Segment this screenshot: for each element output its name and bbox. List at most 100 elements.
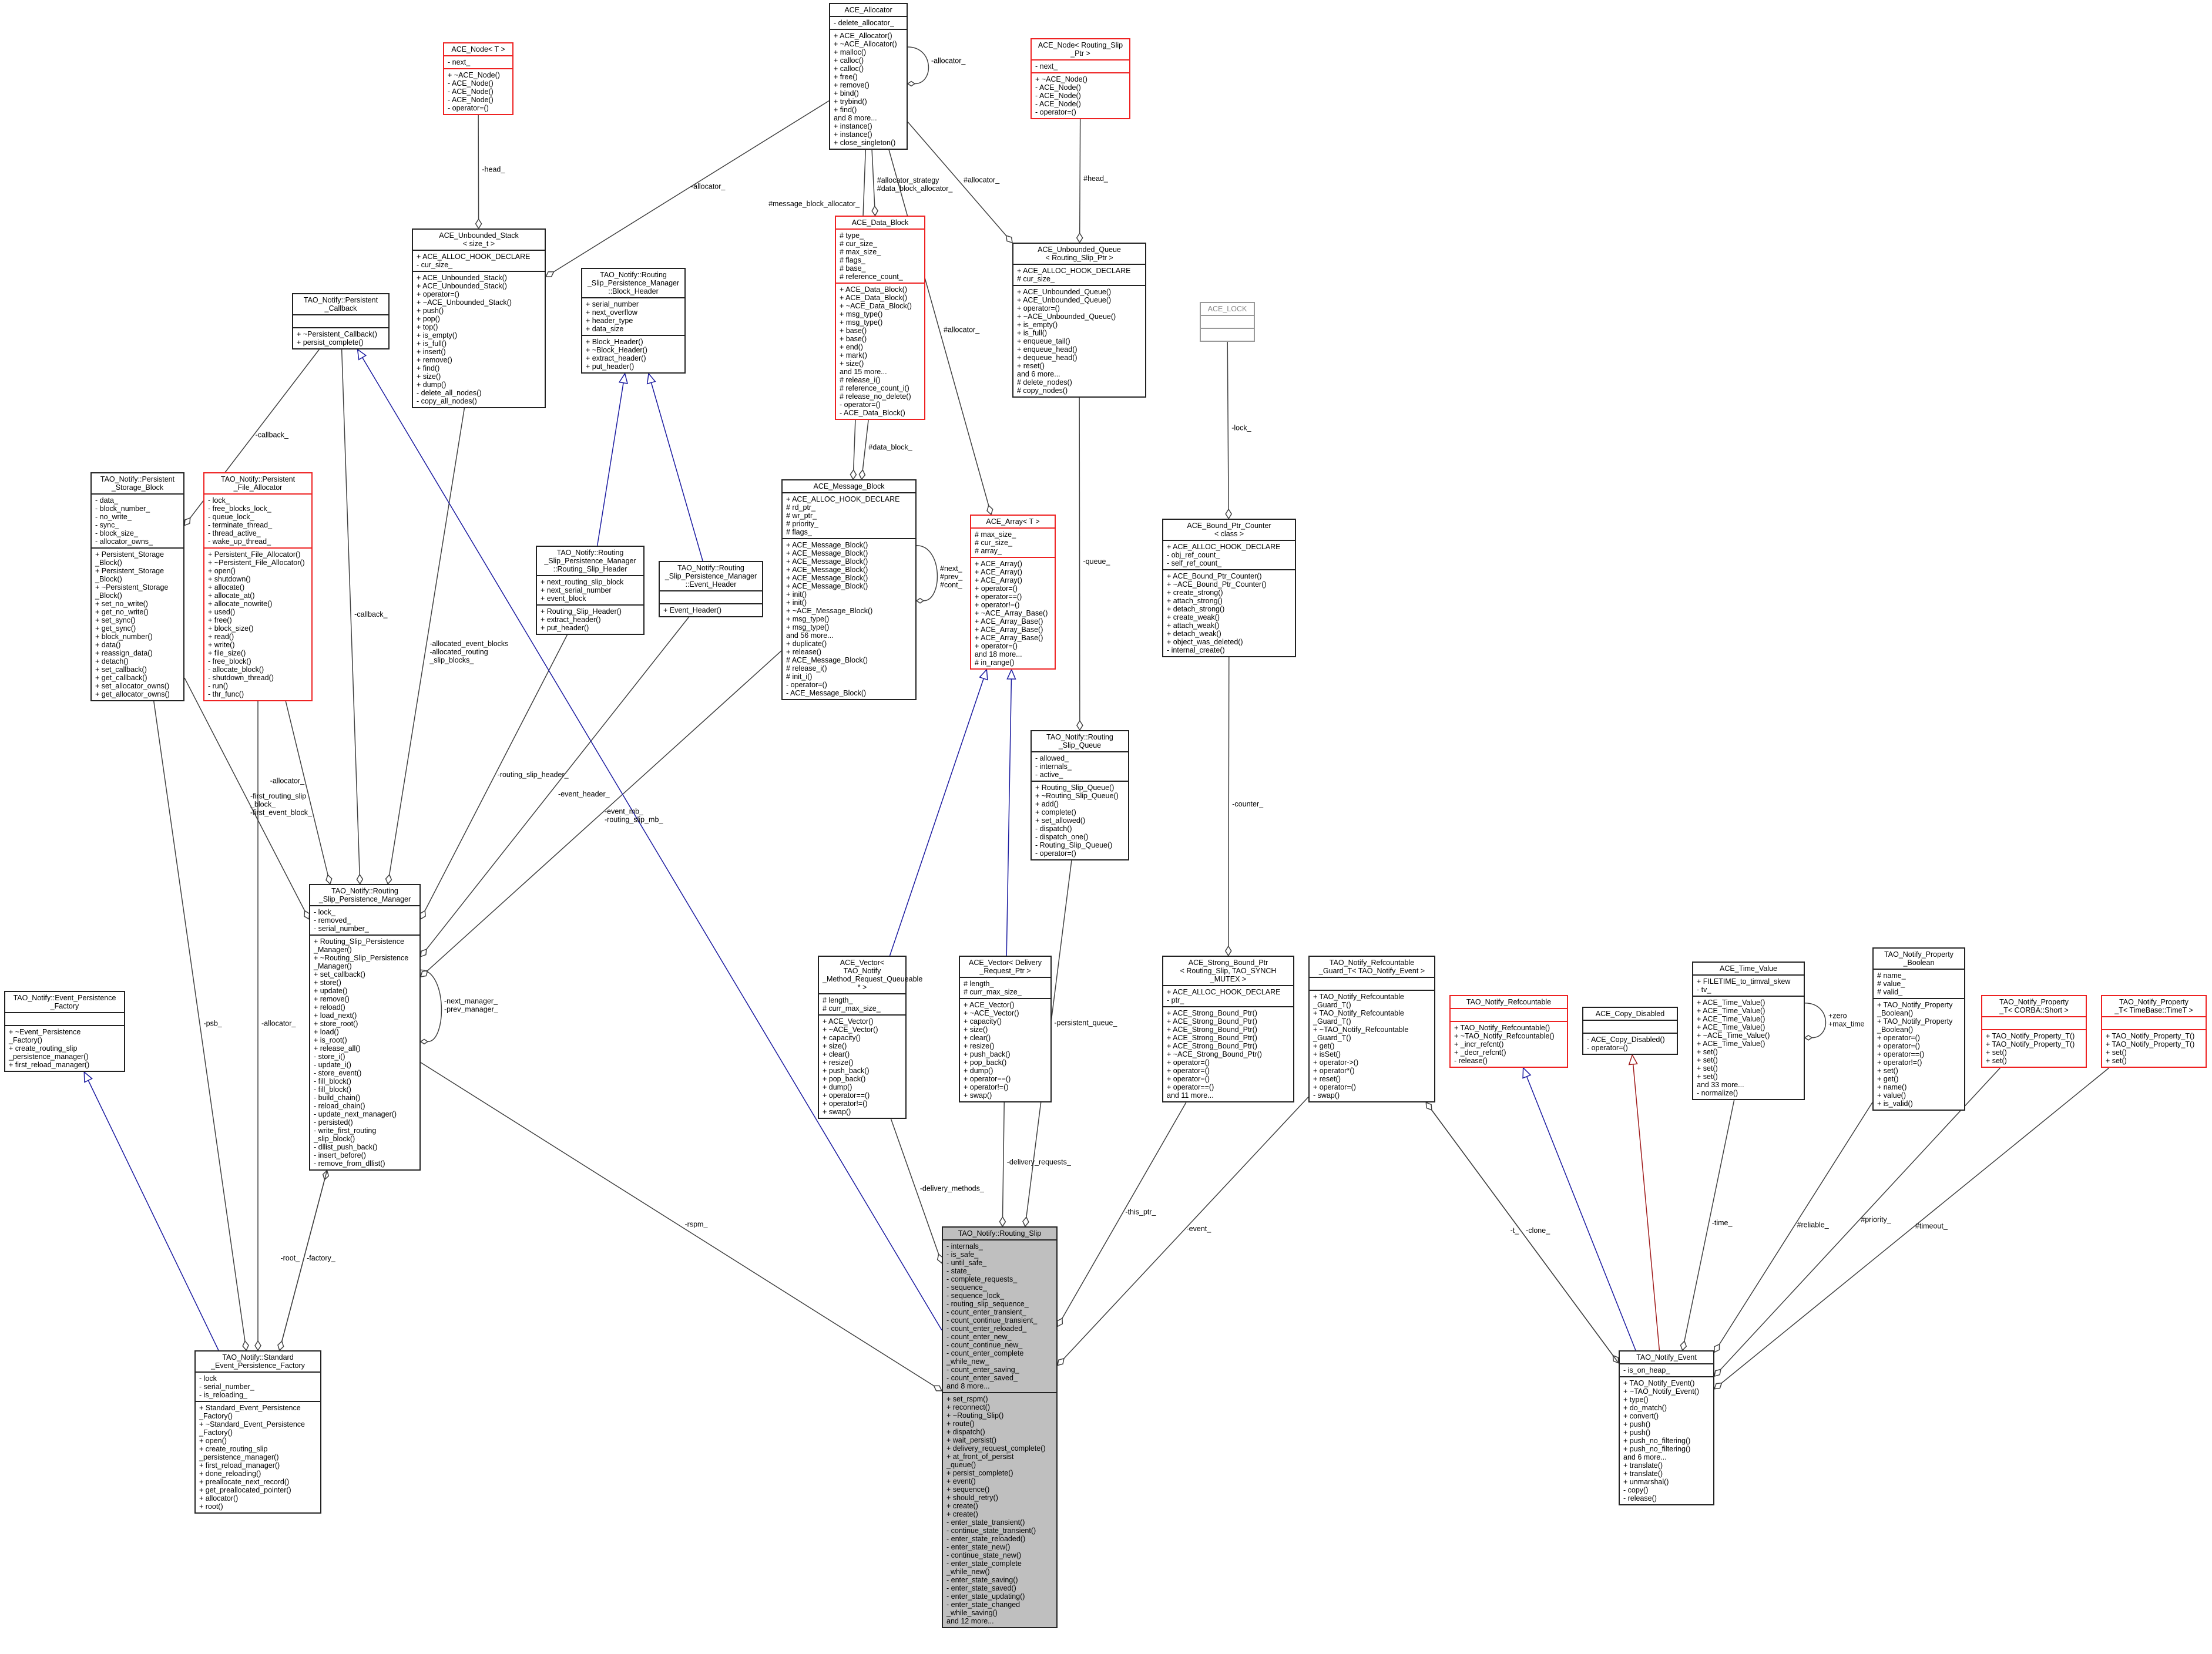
- method: + detach(): [95, 657, 129, 665]
- class-box-bound-ptr-counter[interactable]: ACE_Bound_Ptr_Counter < class >+ ACE_ALL…: [1162, 519, 1296, 657]
- method: - enter_state_changed _while_saving(): [946, 1601, 1021, 1617]
- attribute: # length_: [964, 980, 994, 988]
- class-box-copy-disabled[interactable]: ACE_Copy_Disabled- ACE_Copy_Disabled()- …: [1582, 1007, 1678, 1055]
- method: + calloc(): [834, 56, 864, 65]
- class-box-strong-bound-ptr[interactable]: ACE_Strong_Bound_Ptr < Routing_Slip, TAO…: [1162, 956, 1294, 1102]
- more-members-link[interactable]: and 8 more...: [834, 114, 877, 122]
- class-title: ACE_Array< T >: [986, 517, 1040, 526]
- method: + ACE_Message_Block(): [786, 557, 868, 566]
- method: + event(): [946, 1477, 976, 1485]
- class-box-unbounded-queue[interactable]: ACE_Unbounded_Queue < Routing_Slip_Ptr >…: [1012, 243, 1146, 398]
- class-box-event-header[interactable]: TAO_Notify::Routing _Slip_Persistence_Ma…: [659, 561, 763, 617]
- class-title: ACE_Vector< TAO_Notify _Method_Request_Q…: [823, 959, 923, 991]
- method: + ~TAO_Notify_Event(): [1623, 1387, 1699, 1396]
- class-attributes: [1583, 1020, 1677, 1033]
- method: + operator==(): [1877, 1050, 1925, 1058]
- more-members-link[interactable]: and 33 more...: [1697, 1081, 1744, 1089]
- aggregation-diamond-icon: [1056, 1317, 1063, 1327]
- method: + size(): [823, 1042, 847, 1050]
- class-box-block-header[interactable]: TAO_Notify::Routing _Slip_Persistence_Ma…: [581, 268, 686, 374]
- class-box-refcountable-guard[interactable]: TAO_Notify_Refcountable _Guard_T< TAO_No…: [1308, 956, 1435, 1102]
- class-box-ace-node-t[interactable]: ACE_Node< T >- next_+ ~ACE_Node()- ACE_N…: [443, 42, 513, 115]
- class-box-persistent-callback[interactable]: TAO_Notify::Persistent _Callback+ ~Persi…: [292, 293, 390, 349]
- method: + is_full(): [417, 339, 447, 348]
- class-box-unbounded-stack[interactable]: ACE_Unbounded_Stack < size_t >+ ACE_ALLO…: [412, 228, 546, 408]
- method: - ACE_Node(): [448, 96, 494, 104]
- more-members-link[interactable]: and 18 more...: [975, 650, 1022, 658]
- more-members-link[interactable]: and 56 more...: [786, 631, 834, 640]
- more-members-link[interactable]: and 11 more...: [1167, 1091, 1214, 1100]
- class-box-rspm[interactable]: TAO_Notify::Routing _Slip_Persistence_Ma…: [309, 884, 421, 1171]
- attribute: - free_blocks_lock_: [208, 505, 271, 513]
- method: + clear(): [823, 1050, 850, 1058]
- attribute: - is_reloading_: [199, 1391, 247, 1399]
- association-edge: [1002, 1102, 1005, 1227]
- more-members-link[interactable]: and 6 more...: [1017, 370, 1060, 378]
- class-box-ace-array[interactable]: ACE_Array< T ># max_size_# cur_size_# ar…: [970, 515, 1056, 670]
- class-box-vector-mrq[interactable]: ACE_Vector< TAO_Notify _Method_Request_Q…: [818, 956, 923, 1119]
- more-members-link[interactable]: and 8 more...: [946, 1382, 990, 1390]
- method: + file_size(): [208, 649, 246, 657]
- class-box-refcountable[interactable]: TAO_Notify_Refcountable+ TAO_Notify_Refc…: [1449, 995, 1568, 1068]
- attribute: - terminate_thread_: [208, 521, 273, 529]
- method: + TAO_Notify_Property_T(): [2106, 1040, 2195, 1048]
- class-title: ACE_Allocator: [844, 6, 892, 14]
- method: + is_root(): [314, 1036, 347, 1044]
- class-box-rs-queue[interactable]: TAO_Notify::Routing _Slip_Queue- allowed…: [1031, 730, 1129, 860]
- association-edge: [1227, 657, 1230, 956]
- class-box-ace-lock[interactable]: ACE_LOCK: [1200, 302, 1255, 342]
- method: - enter_state_complete _while_new(): [946, 1559, 1022, 1576]
- class-box-file-allocator[interactable]: TAO_Notify::Persistent _File_Allocator- …: [203, 472, 313, 701]
- method: + ~Routing_Slip(): [946, 1411, 1004, 1420]
- class-attributes: [660, 590, 762, 603]
- class-box-ace-node-rsp[interactable]: ACE_Node< Routing_Slip _Ptr >- next_+ ~A…: [1031, 38, 1130, 119]
- class-box-property-timet[interactable]: TAO_Notify_Property _T< TimeBase::TimeT …: [2101, 995, 2207, 1068]
- association-edge: [1079, 397, 1080, 731]
- method: + ~ACE_Vector(): [823, 1026, 878, 1034]
- class-methods: + ~ACE_Node()- ACE_Node()- ACE_Node()- A…: [1032, 72, 1129, 118]
- class-box-standard-factory[interactable]: TAO_Notify::Standard _Event_Persistence_…: [194, 1350, 321, 1514]
- inheritance-arrow-icon: [1628, 1054, 1638, 1065]
- class-box-routing-slip[interactable]: TAO_Notify::Routing_Slip- internals_- is…: [942, 1226, 1058, 1628]
- class-box-data-block[interactable]: ACE_Data_Block# type_# cur_size_# max_si…: [835, 216, 925, 420]
- method: + is_valid(): [1877, 1100, 1913, 1108]
- method: + init(): [786, 590, 807, 599]
- method: + set(): [2106, 1048, 2127, 1057]
- association-edge: [278, 1170, 328, 1351]
- more-members-link[interactable]: and 12 more...: [946, 1617, 994, 1625]
- method: - internal_create(): [1167, 646, 1225, 654]
- class-box-notify-event[interactable]: TAO_Notify_Event- is_on_heap_+ TAO_Notif…: [1619, 1350, 1714, 1505]
- method: + operator=(): [975, 642, 1018, 650]
- attribute: - allocator_owns_: [95, 537, 153, 546]
- method: + ACE_Time_Value(): [1697, 999, 1765, 1007]
- class-box-ace-allocator[interactable]: ACE_Allocator- delete_allocator_+ ACE_Al…: [829, 3, 908, 150]
- aggregation-diamond-icon: [1225, 508, 1233, 520]
- class-box-vector-dr[interactable]: ACE_Vector< Delivery _Request_Ptr ># len…: [959, 956, 1052, 1102]
- class-box-event-persistence-factory[interactable]: TAO_Notify::Event_Persistence _Factory+ …: [4, 991, 125, 1072]
- class-title: ACE_Unbounded_Queue < Routing_Slip_Ptr >: [1038, 246, 1121, 262]
- class-box-time-value[interactable]: ACE_Time_Value+ FILETIME_to_timval_skew-…: [1692, 962, 1805, 1100]
- more-members-link[interactable]: and 6 more...: [1623, 1453, 1667, 1461]
- method: + allocate_at(): [208, 591, 255, 600]
- self-association-edge: [420, 969, 442, 1043]
- method: - reload_chain(): [314, 1102, 365, 1110]
- class-box-rs-header[interactable]: TAO_Notify::Routing _Slip_Persistence_Ma…: [536, 546, 645, 635]
- method: + create(): [946, 1510, 978, 1518]
- class-methods: + Block_Header()+ ~Block_Header()+ extra…: [582, 335, 684, 372]
- method: + first_reload_manager(): [199, 1461, 280, 1470]
- class-box-storage-block[interactable]: TAO_Notify::Persistent _Storage_Block- d…: [90, 472, 184, 701]
- attribute: + next_routing_slip_block: [541, 578, 624, 586]
- class-methods: + ACE_Strong_Bound_Ptr()+ ACE_Strong_Bou…: [1163, 1006, 1293, 1101]
- method: + create_weak(): [1167, 613, 1220, 621]
- more-members-link[interactable]: and 15 more...: [840, 368, 887, 376]
- method: + get_no_write(): [95, 608, 149, 616]
- method: + ACE_Array(): [975, 560, 1022, 568]
- class-box-property-short[interactable]: TAO_Notify_Property _T< CORBA::Short >+ …: [1981, 995, 2087, 1068]
- class-methods: + TAO_Notify_Refcountable _Guard_T()+ TA…: [1310, 990, 1434, 1101]
- class-box-message-block[interactable]: ACE_Message_Block+ ACE_ALLOC_HOOK_DECLAR…: [781, 479, 917, 700]
- method: + create_routing_slip _persistence_manag…: [199, 1445, 279, 1461]
- method: - ACE_Data_Block(): [840, 409, 905, 417]
- inheritance-arrow-icon: [646, 372, 656, 385]
- class-attributes: + ACE_ALLOC_HOOK_DECLARE# cur_size_: [1013, 264, 1145, 285]
- class-box-property-boolean[interactable]: TAO_Notify_Property _Boolean# name_# val…: [1872, 947, 1965, 1111]
